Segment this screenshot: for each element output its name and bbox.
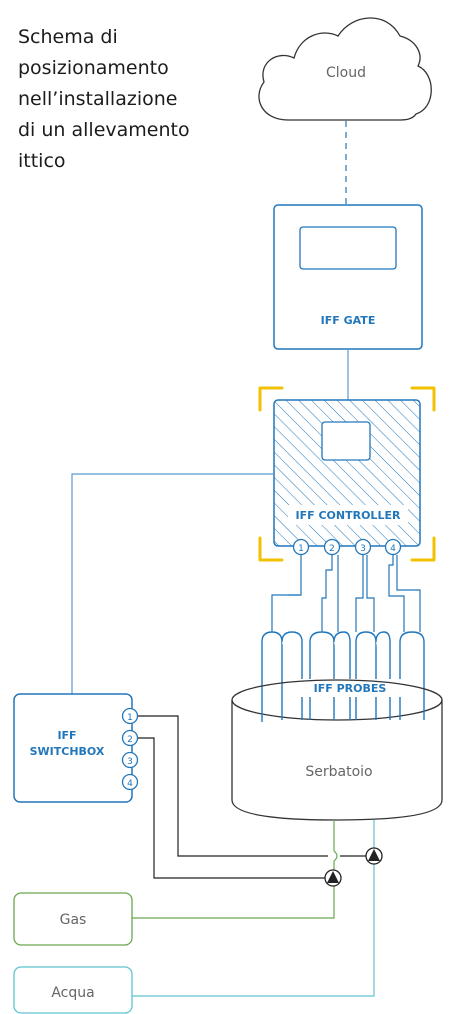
controller-port-2-label: 2: [329, 544, 335, 554]
switchbox-box: [13, 693, 133, 803]
probe-2: [309, 631, 335, 720]
probe-cables: [271, 555, 421, 632]
controller-port-3: [354, 538, 372, 556]
probe-2-right: [333, 631, 351, 720]
gate-label: IFF GATE: [321, 314, 376, 327]
controller-display: [321, 421, 371, 461]
iff-switchbox: IFF SWITCHBOX 1 2 3 4: [13, 693, 139, 803]
water-pump: [365, 847, 383, 865]
page-title: Schema di posizionamento nell’installazi…: [18, 22, 218, 177]
probe-1: [261, 631, 283, 720]
title-line-2: posizionamento: [18, 57, 169, 79]
highlight-corner-tr: [410, 386, 436, 412]
tank-body: [231, 700, 443, 821]
title-line-3: nell’installazione: [18, 88, 178, 110]
switchbox-wires: [138, 715, 366, 879]
controller-label-bg: [288, 505, 408, 525]
probe-4: [399, 631, 425, 720]
cloud-shape: [258, 17, 432, 121]
gas-pump-triangle: [327, 871, 339, 883]
switchbox-port-4-label: 4: [127, 779, 133, 789]
probes-label: IFF PROBES: [314, 682, 387, 695]
switchbox-port-3: [121, 751, 139, 769]
highlight-corner-bl: [258, 536, 284, 562]
highlight-corner-br: [410, 536, 436, 562]
highlight-corner-tl: [258, 386, 284, 412]
tank-top: [231, 679, 443, 721]
probe-cable-3b: [366, 555, 375, 632]
probe-cable-3: [355, 555, 364, 632]
iff-probes: IFF PROBES: [261, 631, 425, 720]
probe-cable-4: [388, 555, 405, 632]
title-line-1: Schema di: [18, 26, 118, 48]
cloud-node: Cloud: [258, 17, 432, 121]
probe-cable-1: [271, 555, 302, 632]
controller-port-1: [292, 538, 310, 556]
probe-cable-2: [321, 555, 333, 632]
probe-1-right: [281, 631, 303, 720]
controller-port-4: [384, 538, 402, 556]
controller-switchbox-link: [71, 473, 274, 694]
controller-port-2: [323, 538, 341, 556]
tank: Serbatoio: [231, 679, 443, 821]
switchbox-port-2-label: 2: [127, 735, 133, 745]
water-line: [132, 820, 375, 997]
probe-3: [355, 631, 377, 720]
controller-port-3-label: 3: [360, 544, 366, 554]
water-pipe: [132, 820, 375, 997]
gate-display: [299, 226, 397, 270]
gas-pipe: [132, 820, 335, 919]
water-label: Acqua: [51, 985, 94, 1001]
switchbox-label-line2: SWITCHBOX: [30, 745, 105, 758]
switchbox-port-3-label: 3: [127, 757, 133, 767]
switchbox-port-4: [121, 773, 139, 791]
controller-port-4-label: 4: [390, 544, 396, 554]
gas-pump: [324, 869, 342, 887]
water-source: Acqua: [13, 966, 133, 1014]
gas-source: Gas: [13, 892, 133, 946]
title-line-5: ittico: [18, 150, 66, 172]
controller-label: IFF CONTROLLER: [296, 509, 401, 522]
gas-label: Gas: [60, 912, 87, 928]
wire-port-1: [138, 715, 328, 857]
cloud-label: Cloud: [326, 65, 366, 81]
probe-cable-4b: [396, 555, 421, 632]
iff-controller: IFF CONTROLLER 1 2 3 4: [258, 386, 436, 562]
switchbox-port-2: [121, 729, 139, 747]
title-line-4: di un allevamento: [18, 119, 190, 141]
gas-pipe-hop: [333, 850, 338, 862]
water-box: [13, 966, 133, 1014]
controller-port-1-label: 1: [298, 544, 304, 554]
probes-label-bg: [298, 679, 402, 697]
probe-3-right: [375, 631, 391, 720]
wire-port-2: [138, 737, 325, 879]
switchbox-port-1: [121, 707, 139, 725]
gas-box: [13, 892, 133, 946]
switchbox-label-line1: IFF: [57, 729, 76, 742]
probe-overlay: [261, 700, 425, 722]
tank-label: Serbatoio: [305, 764, 372, 780]
iff-gate: IFF GATE: [273, 204, 423, 350]
gas-line: [132, 820, 338, 919]
water-pump-triangle: [368, 849, 380, 861]
switchbox-port-1-label: 1: [127, 713, 133, 723]
